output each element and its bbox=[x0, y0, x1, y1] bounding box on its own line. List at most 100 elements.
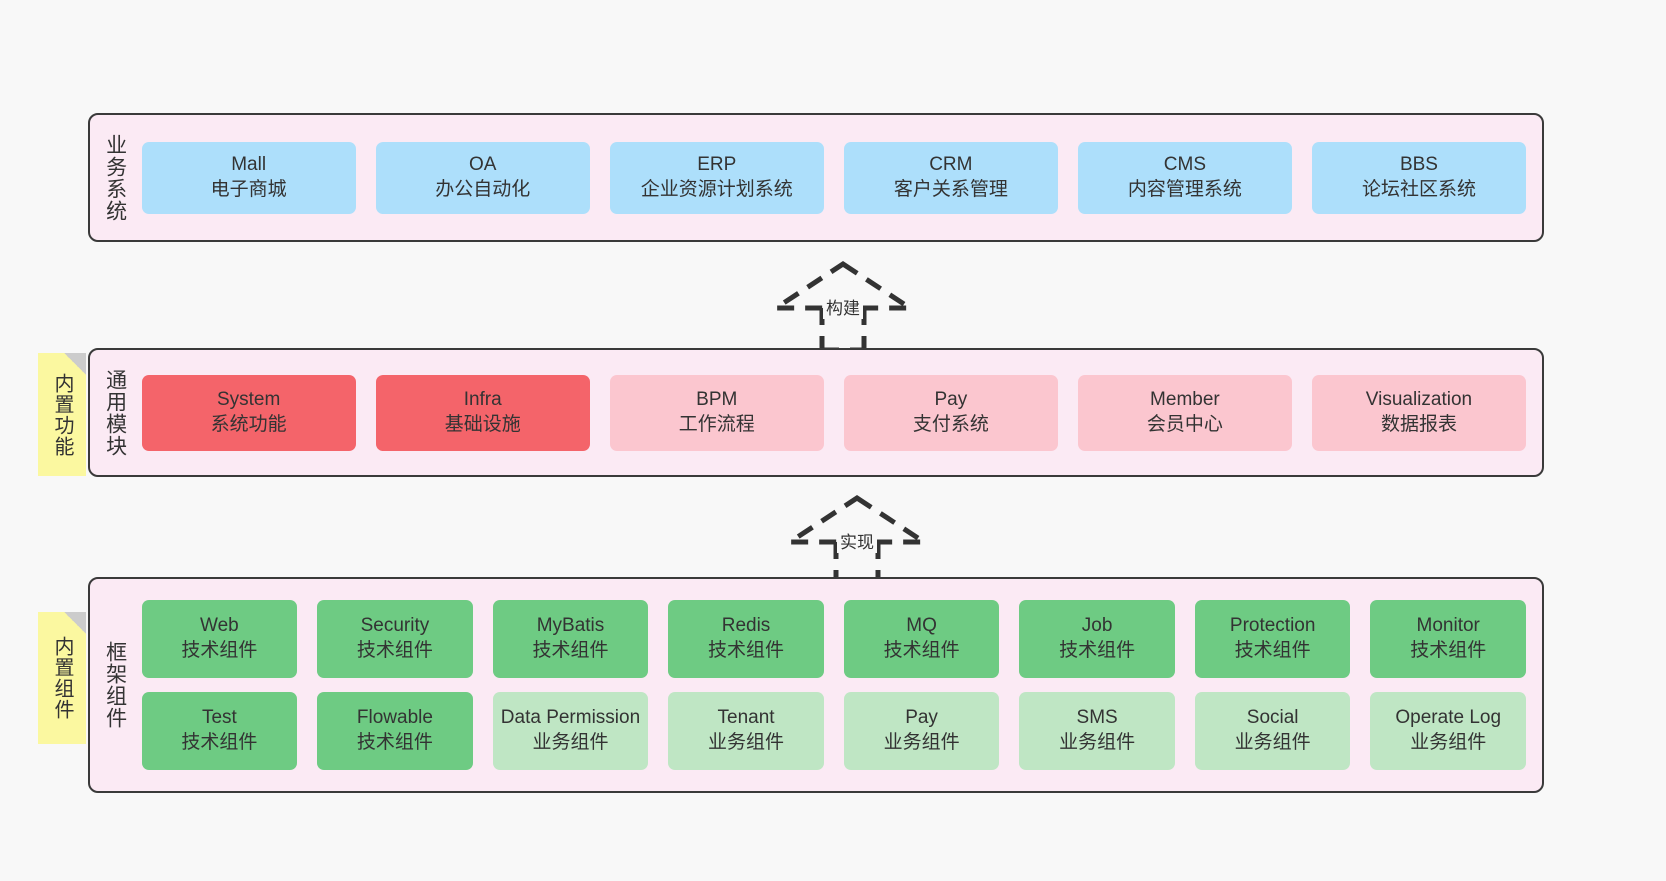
card-cms-cn: 内容管理系统 bbox=[1127, 178, 1242, 200]
card-crm-en: CRM bbox=[929, 153, 973, 175]
card-bbs-en: BBS bbox=[1399, 153, 1438, 175]
card-system[interactable]: System 系统功能 bbox=[141, 374, 356, 451]
card-job-cn: 技术组件 bbox=[1059, 640, 1136, 661]
card-oa[interactable]: OA 办公自动化 bbox=[375, 141, 590, 214]
card-mybatis[interactable]: MyBatis 技术组件 bbox=[492, 600, 649, 678]
card-cms-en: CMS bbox=[1163, 153, 1206, 175]
card-job-en: Job bbox=[1081, 615, 1113, 637]
card-mall-cn: 电子商城 bbox=[210, 178, 287, 200]
card-protection-cn: 技术组件 bbox=[1234, 640, 1311, 661]
card-bbs-cn: 论坛社区系统 bbox=[1361, 178, 1476, 200]
card-erp-en: ERP bbox=[697, 153, 737, 175]
card-mybatis-en: MyBatis bbox=[536, 615, 605, 637]
card-test[interactable]: Test 技术组件 bbox=[141, 692, 298, 770]
card-job[interactable]: Job 技术组件 bbox=[1019, 600, 1175, 678]
card-infra-cn: 基础设施 bbox=[444, 413, 521, 435]
business-card-row: Mall 电子商城 OA 办公自动化 ERP 企业资源计划系统 CRM 客户关系… bbox=[141, 141, 1526, 214]
card-protection-en: Protection bbox=[1229, 615, 1316, 637]
card-redis-cn: 技术组件 bbox=[708, 640, 785, 661]
card-oa-cn: 办公自动化 bbox=[435, 178, 531, 200]
card-system-cn: 系统功能 bbox=[210, 413, 287, 435]
business-card-grid: Mall 电子商城 OA 办公自动化 ERP 企业资源计划系统 CRM 客户关系… bbox=[138, 141, 1542, 214]
card-test-en: Test bbox=[201, 707, 237, 729]
card-security-en: Security bbox=[360, 615, 430, 637]
card-monitor[interactable]: Monitor 技术组件 bbox=[1370, 600, 1526, 678]
card-sms[interactable]: SMS 业务组件 bbox=[1019, 692, 1175, 770]
note-builtin-components: 内置组件 bbox=[38, 612, 86, 744]
card-pay-component-cn: 业务组件 bbox=[883, 732, 960, 753]
card-web-cn: 技术组件 bbox=[181, 640, 258, 661]
card-crm-cn: 客户关系管理 bbox=[893, 178, 1008, 200]
framework-card-row-tech: Web 技术组件 Security 技术组件 MyBatis 技术组件 Redi… bbox=[141, 600, 1526, 678]
card-data-permission[interactable]: Data Permission 业务组件 bbox=[492, 692, 649, 770]
card-bpm-cn: 工作流程 bbox=[678, 413, 755, 435]
card-mq[interactable]: MQ 技术组件 bbox=[843, 600, 1000, 678]
layer-framework-components-title: 框架组件 bbox=[103, 641, 127, 729]
folded-corner-icon bbox=[64, 612, 86, 634]
card-security[interactable]: Security 技术组件 bbox=[317, 600, 473, 678]
card-pay-module-cn: 支付系统 bbox=[912, 413, 989, 435]
card-monitor-en: Monitor bbox=[1416, 615, 1480, 637]
arrow-realize: 实现 bbox=[772, 492, 942, 584]
card-data-permission-cn: 业务组件 bbox=[532, 732, 609, 753]
card-mall[interactable]: Mall 电子商城 bbox=[141, 141, 356, 214]
arrow-realize-label: 实现 bbox=[837, 528, 877, 553]
card-mq-en: MQ bbox=[906, 615, 937, 637]
card-tenant[interactable]: Tenant 业务组件 bbox=[668, 692, 824, 770]
card-flowable-en: Flowable bbox=[356, 707, 433, 729]
card-flowable-cn: 技术组件 bbox=[356, 732, 433, 753]
card-tenant-en: Tenant bbox=[717, 707, 775, 729]
card-tenant-cn: 业务组件 bbox=[708, 732, 785, 753]
card-mall-en: Mall bbox=[231, 153, 267, 175]
card-pay-module[interactable]: Pay 支付系统 bbox=[843, 374, 1058, 451]
layer-business-systems-title: 业务系统 bbox=[103, 133, 127, 222]
card-monitor-cn: 技术组件 bbox=[1410, 640, 1487, 661]
card-visualization-en: Visualization bbox=[1365, 388, 1473, 410]
framework-card-grid: Web 技术组件 Security 技术组件 MyBatis 技术组件 Redi… bbox=[138, 600, 1542, 770]
card-visualization[interactable]: Visualization 数据报表 bbox=[1311, 374, 1526, 451]
card-social[interactable]: Social 业务组件 bbox=[1194, 692, 1351, 770]
card-data-permission-en: Data Permission bbox=[500, 707, 641, 729]
card-test-cn: 技术组件 bbox=[181, 732, 258, 753]
framework-card-row-biz: Test 技术组件 Flowable 技术组件 Data Permission … bbox=[141, 692, 1526, 770]
card-social-en: Social bbox=[1246, 707, 1299, 729]
arrow-build: 构建 bbox=[758, 258, 928, 350]
card-system-en: System bbox=[216, 388, 281, 410]
card-redis[interactable]: Redis 技术组件 bbox=[668, 600, 824, 678]
card-operate-log-cn: 业务组件 bbox=[1410, 732, 1487, 753]
card-infra[interactable]: Infra 基础设施 bbox=[375, 374, 590, 451]
card-crm[interactable]: CRM 客户关系管理 bbox=[843, 141, 1058, 214]
card-erp-cn: 企业资源计划系统 bbox=[640, 178, 793, 200]
card-social-cn: 业务组件 bbox=[1234, 732, 1311, 753]
card-cms[interactable]: CMS 内容管理系统 bbox=[1077, 141, 1292, 214]
layer-framework-components: 框架组件 Web 技术组件 Security 技术组件 MyBatis 技术组件… bbox=[88, 577, 1544, 793]
card-member-en: Member bbox=[1150, 388, 1220, 410]
card-erp[interactable]: ERP 企业资源计划系统 bbox=[609, 141, 824, 214]
card-member[interactable]: Member 会员中心 bbox=[1077, 374, 1292, 451]
card-security-cn: 技术组件 bbox=[356, 640, 433, 661]
card-bbs[interactable]: BBS 论坛社区系统 bbox=[1311, 141, 1526, 214]
card-protection[interactable]: Protection 技术组件 bbox=[1194, 600, 1351, 678]
card-pay-component[interactable]: Pay 业务组件 bbox=[843, 692, 1000, 770]
card-web-en: Web bbox=[200, 615, 239, 637]
layer-business-systems: 业务系统 Mall 电子商城 OA 办公自动化 ERP 企业资源计划系统 CRM… bbox=[88, 113, 1544, 242]
modules-card-row: System 系统功能 Infra 基础设施 BPM 工作流程 Pay 支付系统… bbox=[141, 374, 1526, 451]
layer-general-modules-title: 通用模块 bbox=[103, 368, 127, 457]
card-oa-en: OA bbox=[468, 153, 497, 175]
card-operate-log[interactable]: Operate Log 业务组件 bbox=[1370, 692, 1526, 770]
card-member-cn: 会员中心 bbox=[1146, 413, 1223, 435]
card-sms-cn: 业务组件 bbox=[1059, 732, 1136, 753]
card-web[interactable]: Web 技术组件 bbox=[141, 600, 298, 678]
card-flowable[interactable]: Flowable 技术组件 bbox=[317, 692, 473, 770]
note-builtin-components-text: 内置组件 bbox=[51, 636, 73, 720]
card-visualization-cn: 数据报表 bbox=[1380, 413, 1457, 435]
card-pay-module-en: Pay bbox=[934, 388, 968, 410]
card-bpm[interactable]: BPM 工作流程 bbox=[609, 374, 824, 451]
card-mq-cn: 技术组件 bbox=[883, 640, 960, 661]
folded-corner-icon bbox=[64, 353, 86, 375]
note-builtin-features-text: 内置功能 bbox=[51, 372, 73, 457]
card-mybatis-cn: 技术组件 bbox=[532, 640, 609, 661]
card-operate-log-en: Operate Log bbox=[1395, 707, 1502, 729]
card-infra-en: Infra bbox=[463, 388, 502, 410]
arrow-build-label: 构建 bbox=[823, 294, 863, 319]
